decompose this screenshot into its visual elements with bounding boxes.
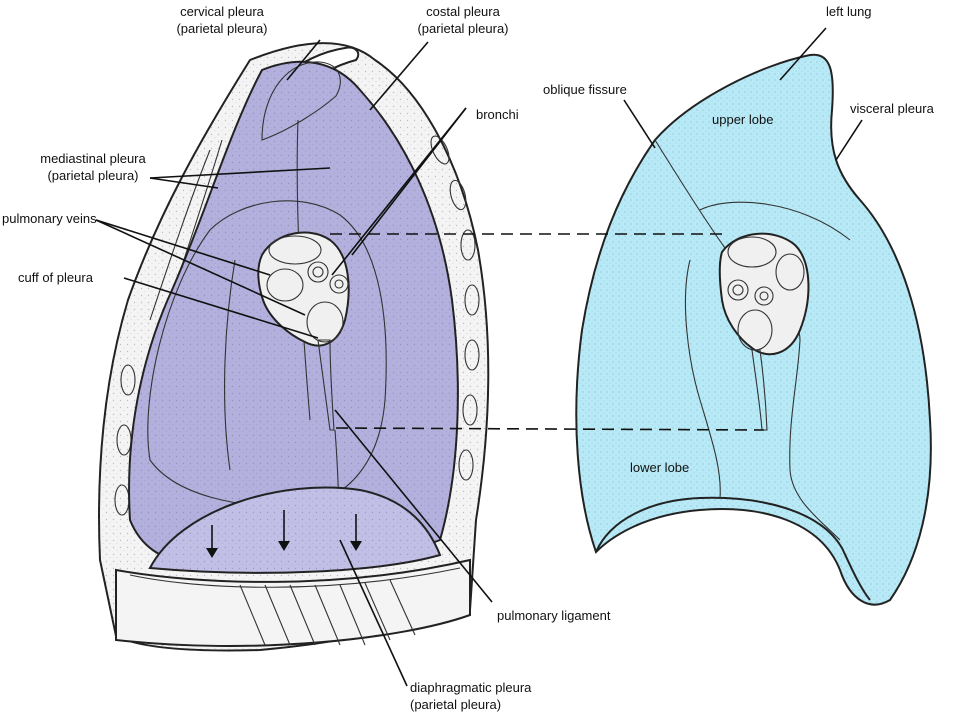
pulmonary-vein-upper xyxy=(266,268,304,302)
label-bronchi: bronchi xyxy=(476,107,519,122)
diaphragm-arrows xyxy=(206,510,362,558)
pulmonary-artery-right xyxy=(727,236,777,268)
label-diaphragmatic-pleura: diaphragmatic pleura(parietal pleura) xyxy=(410,680,532,712)
dashed-line-ligament xyxy=(335,427,765,431)
label-costal-pleura: costal pleura(parietal pleura) xyxy=(417,4,508,36)
hilum-left xyxy=(257,231,350,431)
cervical-pleura-dome xyxy=(261,61,341,141)
label-cuff-of-pleura: cuff of pleura xyxy=(18,270,94,285)
label-pulmonary-ligament: pulmonary ligament xyxy=(497,608,611,623)
label-upper-lobe: upper lobe xyxy=(712,112,773,127)
labels: cervical pleura(parietal pleura) costal … xyxy=(2,4,935,712)
lower-ribs xyxy=(115,558,471,647)
pulmonary-artery xyxy=(268,235,322,265)
hilum-right xyxy=(718,232,810,431)
lower-rib-hatching xyxy=(129,567,461,646)
label-oblique-fissure: oblique fissure xyxy=(543,82,627,97)
pulmonary-ligament-left xyxy=(317,339,335,431)
thoracic-cavity-view xyxy=(98,42,490,652)
label-lower-lobe: lower lobe xyxy=(630,460,689,475)
pulmonary-ligament-right xyxy=(751,349,768,431)
mediastinal-pleura xyxy=(147,200,387,507)
label-mediastinal-pleura: mediastinal pleura(parietal pleura) xyxy=(40,151,146,183)
bronchus xyxy=(307,261,329,283)
leader-lines xyxy=(95,27,863,687)
label-pulmonary-veins: pulmonary veins xyxy=(2,211,97,226)
pulmonary-vein-right-upper xyxy=(775,253,805,291)
label-left-lung: left lung xyxy=(826,4,872,19)
label-visceral-pleura: visceral pleura xyxy=(850,101,935,116)
lung-base xyxy=(595,496,871,601)
pulmonary-vein-lower xyxy=(306,301,344,343)
oblique-fissure xyxy=(654,139,726,249)
left-lung-view xyxy=(575,53,932,606)
label-cervical-pleura: cervical pleura(parietal pleura) xyxy=(176,4,267,36)
